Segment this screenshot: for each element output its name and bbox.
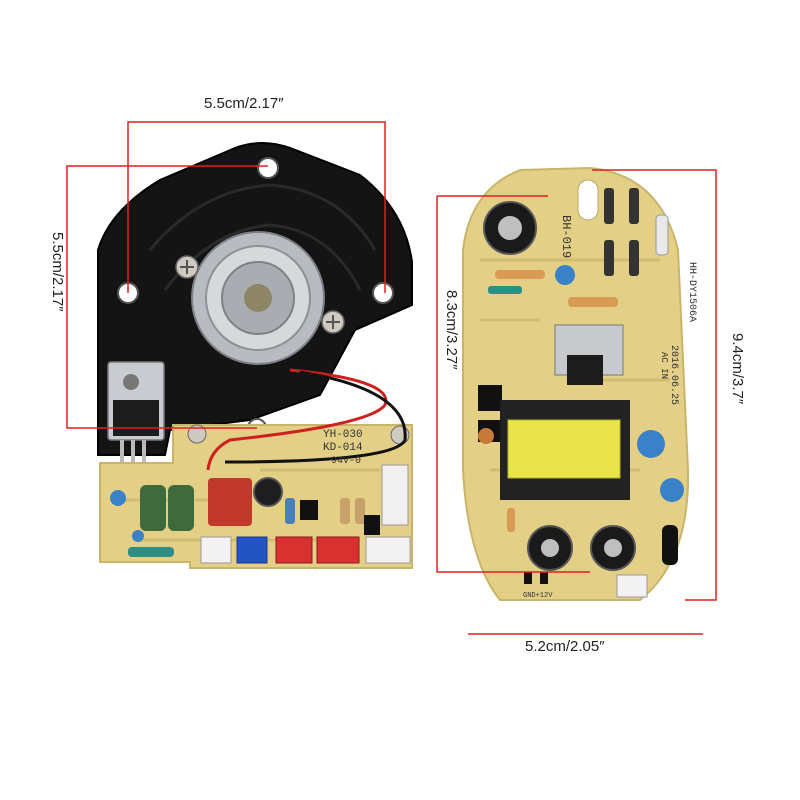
right-model-2: HH-DY1506A — [686, 262, 697, 322]
mount-hole-right — [372, 282, 394, 304]
left-model-2: KD-014 — [323, 442, 363, 454]
right-total-height-label: 9.4cm/3.7″ — [729, 333, 746, 405]
connector-white — [365, 536, 411, 564]
right-ac-in: AC IN — [659, 352, 669, 379]
screw — [321, 310, 345, 334]
mount-hole-top — [257, 157, 279, 179]
right-model-1: BH-019 — [559, 215, 573, 258]
right-output-label: GND+12V — [523, 592, 553, 600]
output-connector — [616, 574, 648, 598]
right-pcb — [462, 166, 690, 601]
connector-red — [316, 536, 360, 564]
dimension-lines — [66, 121, 717, 635]
connector-red — [275, 536, 313, 564]
right-inner-height-label: 8.3cm/3.27″ — [443, 290, 460, 370]
connector-white — [200, 536, 232, 564]
left-width-label: 5.5cm/2.17″ — [204, 95, 284, 112]
screw — [175, 255, 199, 279]
left-pcb — [99, 368, 413, 569]
left-model-1: YH-030 — [323, 429, 363, 441]
left-rating: 94V-0 — [331, 456, 361, 467]
connector-white-side — [381, 464, 409, 526]
transistor-heatsink — [107, 361, 165, 470]
connector-blue — [236, 536, 268, 564]
right-date: 2016.06.25 — [668, 345, 679, 405]
right-width-label: 5.2cm/2.05″ — [525, 638, 605, 655]
atomizer-disc — [191, 231, 325, 365]
left-height-label: 5.5cm/2.17″ — [49, 232, 66, 312]
